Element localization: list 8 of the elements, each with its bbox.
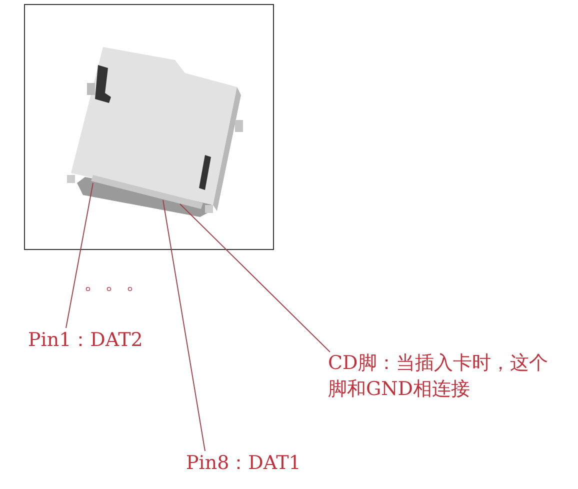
pin-label: Pin1：DAT2 bbox=[28, 328, 144, 353]
pin-label: CD脚：当插入卡时，这个脚和GND相连接 bbox=[328, 351, 549, 402]
leader-line bbox=[180, 204, 330, 352]
pin-label: Pin8：DAT1 bbox=[186, 451, 302, 476]
leader-line bbox=[66, 182, 94, 328]
leader-line bbox=[162, 200, 206, 452]
ellipsis-mark: 。。。 bbox=[84, 271, 147, 296]
picture-frame bbox=[24, 4, 274, 250]
